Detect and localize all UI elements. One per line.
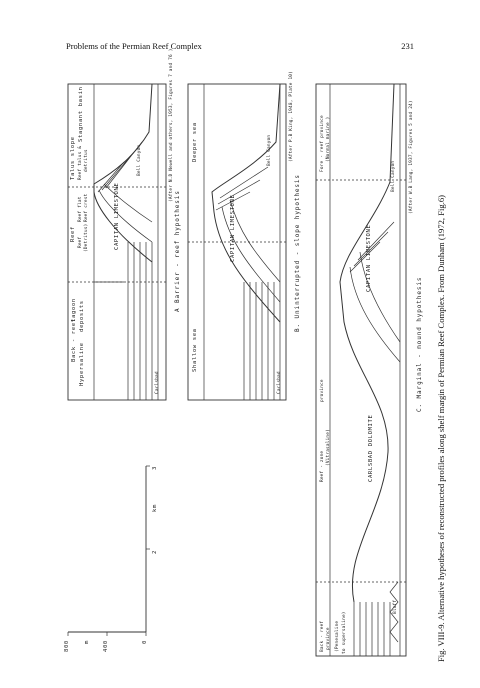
scale-label-m: m [84, 640, 90, 644]
a-unit-limestone: CAPITAN LIMESTONE [114, 182, 120, 250]
c-unit-canyon: Bell Canyon [391, 160, 396, 192]
a-zone-deposits: deposits [79, 300, 85, 332]
a-zone-reef: Reef [70, 226, 76, 242]
b-zone-deeper: Deeper sea [192, 122, 198, 162]
a-unit-canyon: Bell Canyon [137, 144, 142, 176]
b-unit-canyon: Bell Canyon [267, 134, 272, 166]
figure-rotated-content: 800 m 400 0 2 km 3 Back - reef Hypersali… [54, 48, 430, 662]
scale-label-3: 3 [152, 466, 158, 470]
a-zone-basin: Stagnant basin [78, 86, 84, 142]
a-zone-reef-crest: Reef crest [84, 193, 89, 222]
page-number: 231 [401, 41, 414, 51]
a-zone-talus-sub2: detritus [84, 149, 89, 172]
b-zone-shallow: Shallow sea [192, 328, 198, 372]
b-source: (After P.B King, 1948, Plate 10) [289, 71, 294, 162]
scale-label-km: km [152, 504, 158, 512]
c-zone-backreef-sub3: to supersaline) [342, 611, 347, 654]
c-unit-bluff: Bluff [393, 599, 398, 614]
figure-drawing [67, 83, 407, 657]
a-unit-carlsbad: Carlsbad [155, 371, 160, 394]
c-zone-backreef-sub2: (Penesaline [335, 620, 340, 652]
a-source: (After N.D Newell and others, 1953, Figu… [169, 48, 174, 202]
figure: 800 m 400 0 2 km 3 Back - reef Hypersali… [54, 48, 430, 662]
a-panel-label: A Barrier - reef hypothesis [174, 190, 181, 312]
c-zone-reefzone-sub2: (Vitrasaline) [326, 429, 331, 466]
scale-label-0: 0 [142, 640, 148, 644]
c-zone-backreef-sub: province [326, 627, 331, 650]
b-unit-limestone: CAPITAN LIMESTONE [230, 194, 236, 262]
panel-a-drawing [67, 83, 167, 401]
c-unit-limestone: CAPITAN LIMESTONE [366, 224, 372, 292]
a-zone-lagoon: lagoon [71, 298, 77, 322]
panel-c-drawing [315, 83, 407, 657]
running-title: Problems of the Permian Reef Complex [66, 41, 202, 51]
scale-label-2: 2 [152, 550, 158, 554]
figure-caption: Fig. VIII-9. Alternative hypotheses of r… [436, 195, 446, 662]
scale-label-800: 800 [64, 640, 70, 652]
c-zone-reefzone-sub: province [320, 379, 325, 402]
a-zone-backreef: Back - reef [71, 318, 77, 362]
c-source: (After W.B Lang, 1937, Figures 5 and 24) [409, 100, 414, 214]
c-panel-label: C. Marginal - mound hypothesis [416, 276, 423, 412]
scale-label-400: 400 [103, 640, 109, 652]
panel-b-drawing [187, 83, 287, 401]
b-unit-carlsbad: Carlsbad [277, 371, 282, 394]
a-zone-reef-detritus: (Detritus) [84, 223, 89, 252]
a-zone-talus: Talus slope [70, 136, 76, 180]
b-panel-label: B. Uninterrupted - slope hypothesis [294, 174, 301, 332]
scale-bar-drawing [67, 465, 150, 636]
c-unit-dolomite: CARLSBAD DOLOMITE [368, 414, 374, 482]
page-header: Problems of the Permian Reef Complex 231 [66, 38, 414, 54]
c-zone-forereef-sub: (Normal marine ) [326, 116, 331, 163]
a-zone-hypersaline: Hypersaline [79, 342, 85, 386]
